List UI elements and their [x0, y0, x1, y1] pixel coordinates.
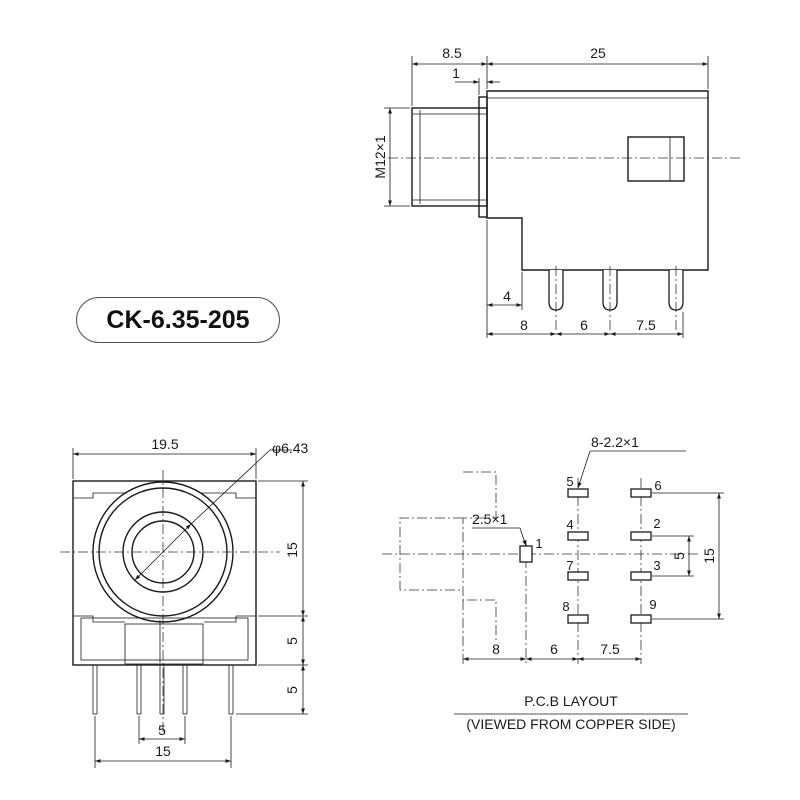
pcb-caption-title: P.C.B LAYOUT: [524, 693, 618, 709]
pcb-dim-5: 5: [671, 552, 687, 560]
dim-8-5: 8.5: [442, 45, 462, 61]
dim-thread: M12×1: [372, 135, 388, 178]
pcb-dim-15: 15: [701, 548, 717, 564]
dim-15-vertical: 15: [284, 542, 300, 558]
model-title: CK-6.35-205: [76, 297, 280, 343]
dim-5-pin: 5: [158, 722, 166, 738]
dim-25: 25: [590, 45, 606, 61]
pad-label-1: 1: [535, 536, 542, 551]
pad-label-4: 4: [566, 517, 573, 532]
callout-pads: 8-2.2×1: [591, 434, 639, 450]
pcb-caption-subtitle: (VIEWED FROM COPPER SIDE): [466, 716, 675, 732]
pcb-dim-8: 8: [492, 641, 500, 657]
dim-8: 8: [520, 317, 528, 333]
pad-label-2: 2: [653, 516, 660, 531]
pad-label-8: 8: [562, 599, 569, 614]
side-view: 8.5 25 1 M12×1 4 8 6 7.5: [372, 45, 742, 338]
dim-19-5: 19.5: [151, 436, 178, 452]
pcb-dim-6: 6: [550, 641, 558, 657]
pad-label-5: 5: [566, 474, 573, 489]
pcb-layout: 5 6 4 2 1 7 3 8 9 8-2.2×1 2.5×1 5 15 8 6…: [382, 434, 724, 732]
dim-4: 4: [503, 288, 511, 304]
dim-5-lower: 5: [284, 686, 300, 694]
dim-1: 1: [452, 65, 460, 81]
pad-label-7: 7: [566, 558, 573, 573]
pad-label-6: 6: [654, 478, 661, 493]
pad-label-3: 3: [653, 558, 660, 573]
pcb-dim-7-5: 7.5: [600, 641, 620, 657]
dim-5-upper: 5: [284, 637, 300, 645]
dim-6: 6: [580, 317, 588, 333]
dim-15-base: 15: [155, 743, 171, 759]
front-view: φ6.43 19.5 15 5 5 5 15: [60, 436, 309, 768]
pad-label-9: 9: [649, 597, 656, 612]
dim-bore: φ6.43: [272, 440, 309, 456]
callout-pin1: 2.5×1: [472, 511, 508, 527]
dim-7-5: 7.5: [636, 317, 656, 333]
